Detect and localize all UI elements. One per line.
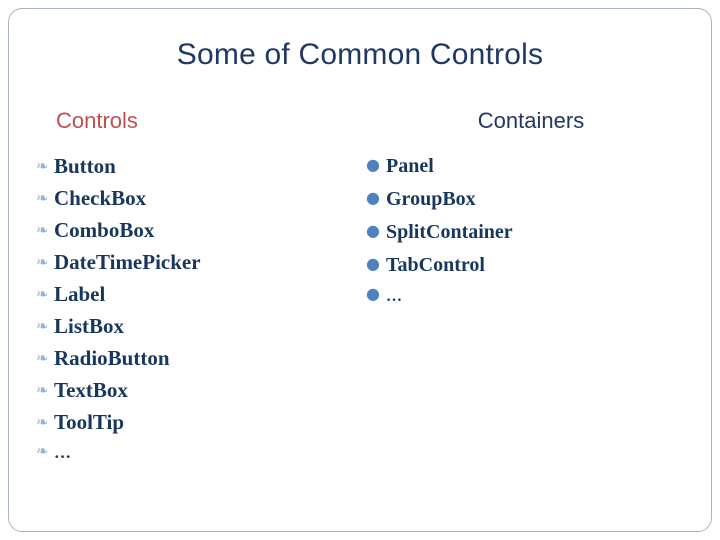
list-item: ❧ CheckBox [36,188,366,209]
column-containers-heading: Containers [477,108,585,133]
swirl-bullet-icon: ❧ [36,221,49,239]
disc-bullet-icon: ● [366,254,380,273]
disc-bullet-icon: ● [366,188,380,207]
column-controls-heading: Controls [56,108,138,133]
list-item-label: SplitContainer [386,221,513,243]
swirl-bullet-icon: ❧ [36,349,49,367]
list-item-label: … [54,443,72,462]
swirl-bullet-icon: ❧ [36,317,49,335]
swirl-bullet-icon: ❧ [36,413,49,431]
containers-list: ● Panel ● GroupBox ● SplitContainer ● Ta… [366,156,696,305]
list-item: ❧ ListBox [36,316,366,337]
list-item-label: TabControl [386,254,485,276]
disc-bullet-icon: ● [366,155,380,174]
list-item-label: CheckBox [54,186,147,210]
swirl-bullet-icon: ❧ [36,157,49,175]
list-item: ● TabControl [366,255,696,275]
disc-bullet-icon: ● [366,221,380,240]
list-item: ● SplitContainer [366,222,696,242]
list-item-label: Label [54,282,106,306]
swirl-bullet-icon: ❧ [36,189,49,207]
list-item: ❧ DateTimePicker [36,252,366,273]
controls-list: ❧ Button ❧ CheckBox ❧ ComboBox ❧ DateTim… [36,156,366,462]
column-containers: Containers ● Panel ● GroupBox ● SplitCon… [366,108,696,318]
list-item: ❧ Label [36,284,366,305]
list-item-label: GroupBox [386,188,476,210]
list-item: ● Panel [366,156,696,176]
list-item-label: TextBox [54,378,128,402]
swirl-bullet-icon: ❧ [36,285,49,303]
list-item: ❧ ComboBox [36,220,366,241]
list-item: ❧ Button [36,156,366,177]
disc-bullet-icon: ● [366,284,380,303]
swirl-bullet-icon: ❧ [36,442,49,460]
list-item: ● … [366,284,696,305]
list-item-label: DateTimePicker [54,250,201,274]
list-item-label: Panel [386,155,434,177]
list-item: ● GroupBox [366,189,696,209]
swirl-bullet-icon: ❧ [36,381,49,399]
list-item-label: ComboBox [54,218,155,242]
list-item-label: Button [54,154,116,178]
column-controls: Controls ❧ Button ❧ CheckBox ❧ ComboBox … [36,108,366,472]
list-item-label: ListBox [54,314,125,338]
slide-title: Some of Common Controls [176,38,544,71]
list-item-label: RadioButton [54,346,170,370]
list-item-label: … [386,288,403,305]
list-item: ❧ ToolTip [36,412,366,433]
list-item: ❧ RadioButton [36,348,366,369]
list-item-label: ToolTip [54,410,125,434]
list-item: ❧ … [36,442,366,462]
swirl-bullet-icon: ❧ [36,253,49,271]
list-item: ❧ TextBox [36,380,366,401]
